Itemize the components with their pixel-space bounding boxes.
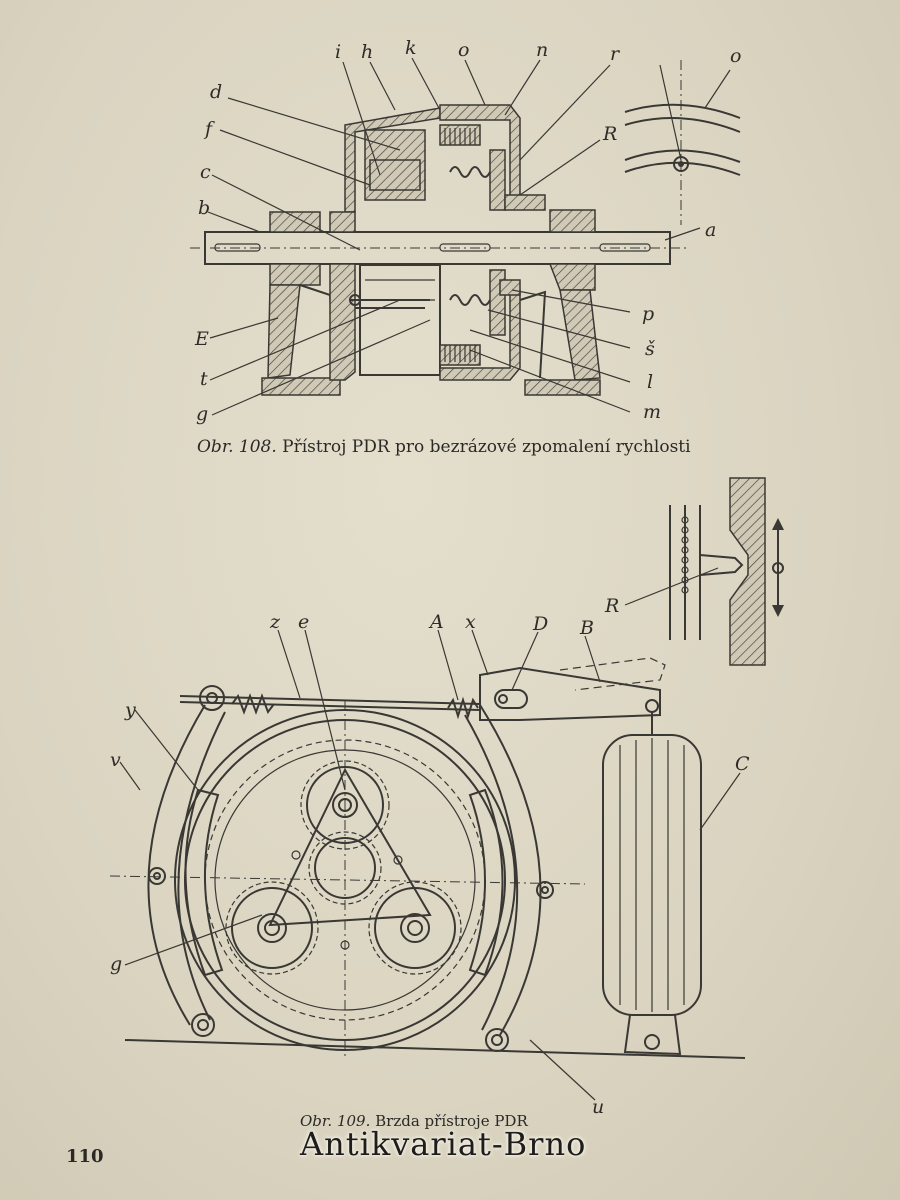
brake-lever <box>479 666 661 721</box>
clutch-housing <box>439 104 521 201</box>
figure-109-drawing: R z e A x D B y v C g u <box>109 477 784 1118</box>
label-o-right: o <box>730 45 741 67</box>
label-E: E <box>194 328 209 350</box>
label-c: c <box>200 161 211 183</box>
figure-108-number: Obr. 108. <box>197 437 277 457</box>
spring-lower <box>449 294 491 306</box>
label-b: b <box>198 197 210 219</box>
label-p: p <box>642 303 654 325</box>
label-n: n <box>536 39 548 61</box>
label-s: š <box>645 338 655 360</box>
figure-108-title: Přístroj PDR pro bezrázové zpomalení ryc… <box>282 437 691 457</box>
label-C: C <box>735 753 750 775</box>
label-A: A <box>428 611 444 633</box>
thruster-C <box>602 712 702 1056</box>
left-bearing-top <box>269 211 321 233</box>
spring-A <box>447 696 479 720</box>
detail-view-r <box>624 60 741 225</box>
label-i: i <box>335 41 341 63</box>
label-R-109: R <box>604 595 619 617</box>
label-R: R <box>602 123 617 145</box>
brake-shoe-right <box>468 788 504 977</box>
watermark: Antikvariat-Brno <box>300 1125 587 1163</box>
label-v: v <box>110 749 121 771</box>
label-x: x <box>465 611 476 633</box>
label-t: t <box>200 368 208 390</box>
label-r: r <box>610 43 621 65</box>
figure-109-title: Brzda přístroje PDR <box>375 1112 528 1130</box>
label-d: d <box>210 81 222 103</box>
spring-upper <box>449 166 491 178</box>
label-h: h <box>361 41 373 63</box>
label-l: l <box>647 371 653 393</box>
brake-shoe-left <box>184 788 224 977</box>
fig109-leaders <box>119 567 741 1101</box>
figure-109-caption: Obr. 109. Brzda přístroje PDR <box>300 1112 528 1130</box>
label-B: B <box>579 617 594 639</box>
label-D: D <box>532 613 548 635</box>
label-m: m <box>643 401 661 423</box>
planet-gear-left <box>231 887 313 969</box>
label-z: z <box>269 611 281 633</box>
figure-108-drawing: i h k o n r o d f R c b a E p š t l g m <box>190 37 741 425</box>
label-y: y <box>124 699 136 721</box>
label-g: g <box>196 403 208 425</box>
label-k: k <box>405 37 417 59</box>
label-e: e <box>298 611 309 633</box>
planet-gear-right <box>374 887 456 969</box>
figure-109-number: Obr. 109. <box>300 1112 371 1130</box>
page-number: 110 <box>66 1146 104 1167</box>
label-f: f <box>203 118 215 140</box>
detail-view-R2 <box>669 477 784 666</box>
label-g-109: g <box>110 953 122 975</box>
label-a: a <box>705 219 716 241</box>
fig109-labels: R z e A x D B y v C g u <box>110 595 750 1118</box>
fig108-leaders <box>207 57 731 416</box>
spring-z <box>231 693 275 715</box>
figure-108-caption: Obr. 108. Přístroj PDR pro bezrázové zpo… <box>197 437 691 457</box>
planet-gear-top <box>306 766 384 844</box>
fig108-labels: i h k o n r o d f R c b a E p š t l g m <box>194 37 741 425</box>
brake-arm-left <box>147 704 206 1026</box>
label-o-top: o <box>458 39 469 61</box>
brake-arm-right <box>479 704 542 1036</box>
label-u: u <box>592 1096 604 1118</box>
sun-gear <box>314 837 376 899</box>
